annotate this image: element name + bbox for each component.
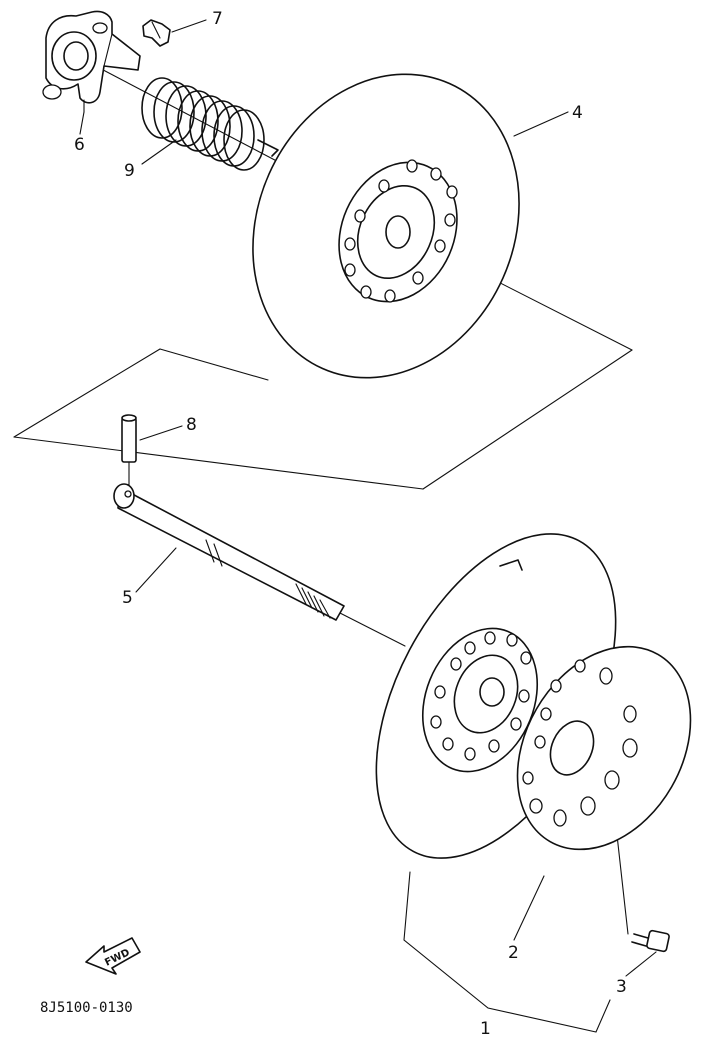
part-9-coil-spring <box>141 77 279 171</box>
part-6-sheave-cap <box>42 10 141 113</box>
callout-4: 4 <box>572 103 583 123</box>
callout-leaders <box>79 19 657 1033</box>
part-2-face-plate <box>516 645 692 851</box>
part-7-bolt <box>142 19 171 47</box>
part-8-pin <box>121 414 137 487</box>
callout-3: 3 <box>616 977 627 997</box>
part-4-movable-sheave <box>252 73 520 379</box>
callout-7: 7 <box>212 9 223 29</box>
callout-9: 9 <box>124 161 135 181</box>
callout-1: 1 <box>480 1019 491 1039</box>
callout-8: 8 <box>186 415 197 435</box>
part-3-bolt <box>631 929 670 953</box>
callout-6: 6 <box>74 135 85 155</box>
fwd-arrow-icon: FWD <box>85 937 141 975</box>
part-5-shaft <box>113 483 345 621</box>
callout-2: 2 <box>508 943 519 963</box>
diagram-code: 8J5100-0130 <box>40 1000 133 1016</box>
callout-5: 5 <box>122 588 133 608</box>
